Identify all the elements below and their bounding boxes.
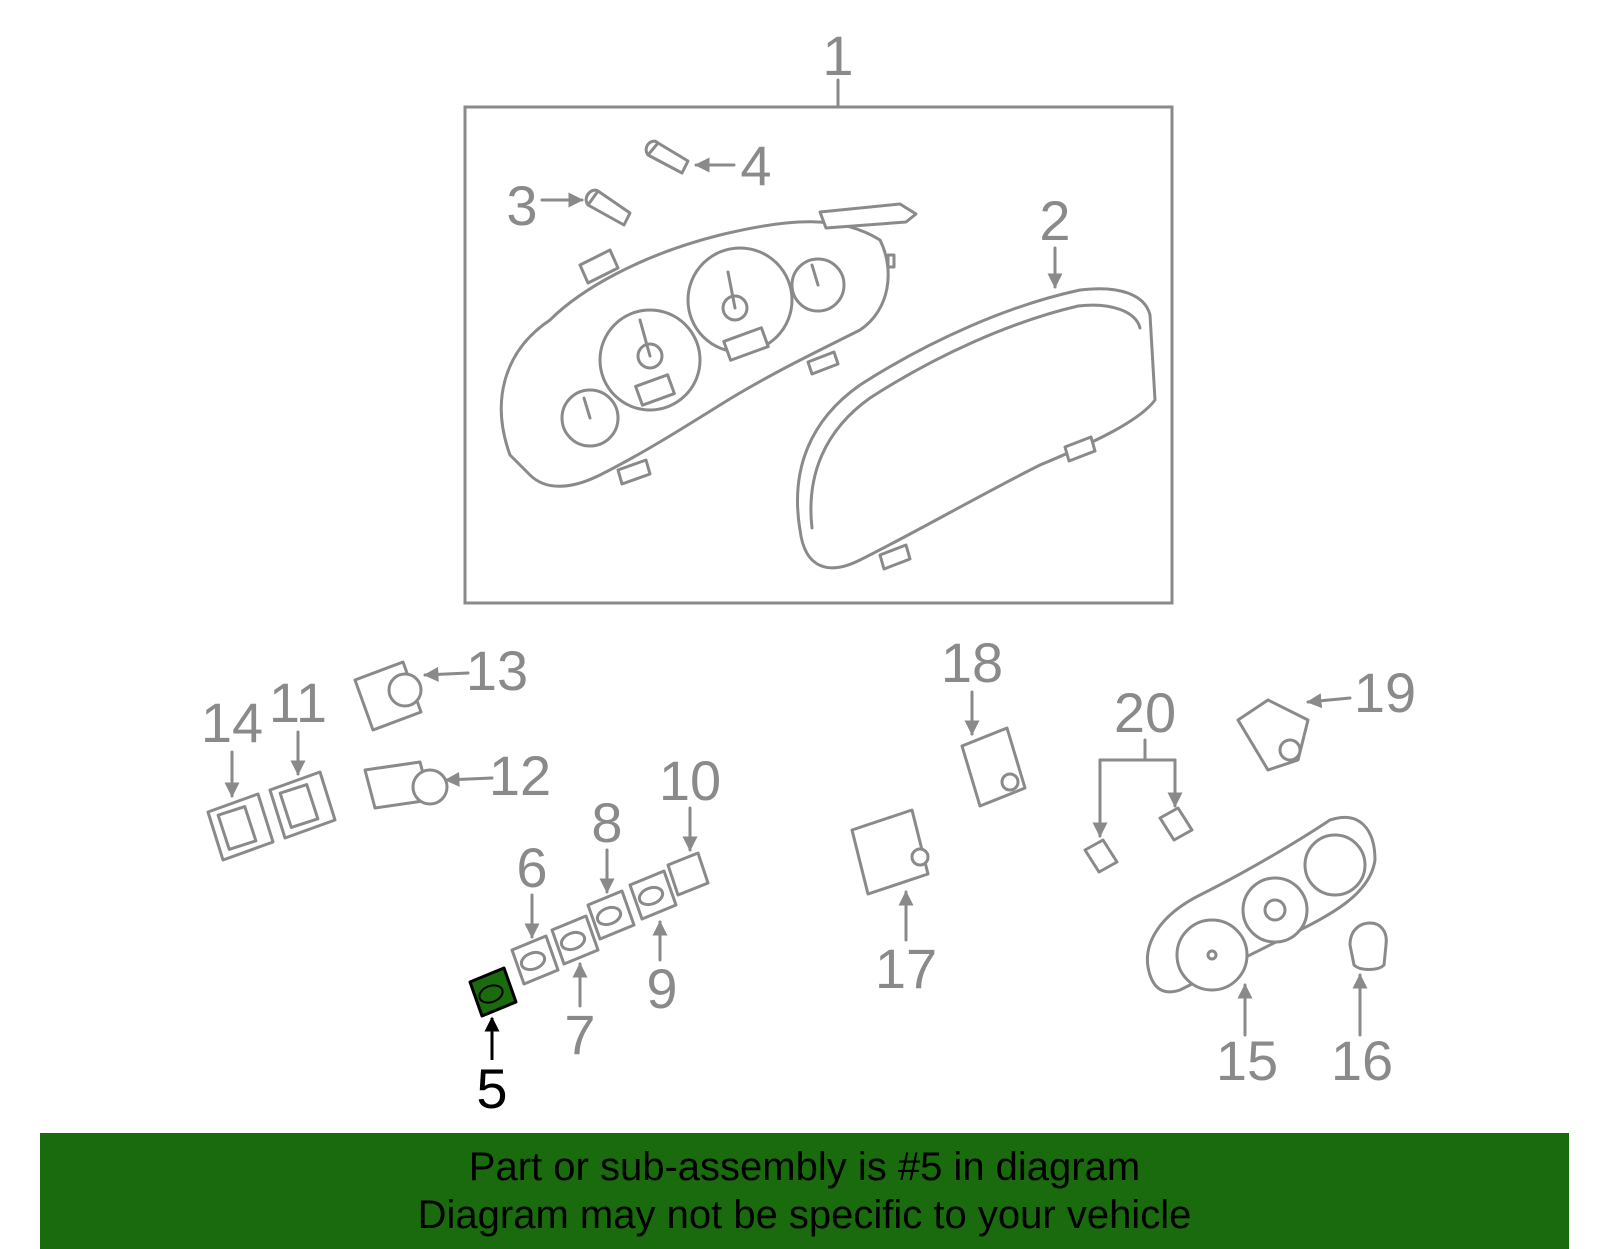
callout-16: 16 xyxy=(1331,1029,1393,1092)
callout-17: 17 xyxy=(875,937,937,1000)
part-16-knob[interactable]: 16 xyxy=(1331,921,1393,1092)
part-5-switch-highlighted[interactable]: 5 xyxy=(468,966,518,1120)
cluster-body xyxy=(499,202,918,488)
part-8-switch[interactable]: 8 xyxy=(586,791,636,941)
callout-12: 12 xyxy=(489,744,551,807)
part-14-switch[interactable]: 14 xyxy=(201,691,275,862)
callout-11: 11 xyxy=(269,671,327,734)
callout-13: 13 xyxy=(466,639,528,702)
part-6-switch[interactable]: 6 xyxy=(510,836,560,986)
info-banner: Part or sub-assembly is #5 in diagram Di… xyxy=(40,1133,1569,1249)
instrument-cluster-assembly[interactable]: 1 xyxy=(463,24,1174,605)
part-15-control-panel[interactable]: 15 xyxy=(1145,815,1377,1092)
part-4-bulb[interactable]: 4 xyxy=(644,134,772,197)
callout-7: 7 xyxy=(564,1003,595,1066)
callout-8: 8 xyxy=(591,791,622,854)
callout-15: 15 xyxy=(1216,1029,1278,1092)
callout-6: 6 xyxy=(516,836,547,899)
callout-1: 1 xyxy=(822,24,853,87)
callout-20: 20 xyxy=(1114,681,1176,744)
part-7-switch[interactable]: 7 xyxy=(550,914,600,1066)
part-2-cluster-lens[interactable]: 2 xyxy=(796,189,1157,571)
callout-9: 9 xyxy=(646,957,677,1020)
callout-5: 5 xyxy=(476,1057,507,1120)
part-18-switch[interactable]: 18 xyxy=(941,631,1027,808)
part-12-switch[interactable]: 12 xyxy=(363,744,551,810)
part-11-switch[interactable]: 11 xyxy=(268,671,337,840)
part-3-bulb[interactable]: 3 xyxy=(506,174,632,237)
callout-3: 3 xyxy=(506,174,537,237)
part-10-switch[interactable]: 10 xyxy=(659,749,721,897)
callout-4: 4 xyxy=(740,134,771,197)
part-20-bulbs[interactable]: 20 xyxy=(1083,681,1194,874)
callout-10: 10 xyxy=(659,749,721,812)
callout-14: 14 xyxy=(201,691,263,754)
banner-line-2: Diagram may not be specific to your vehi… xyxy=(417,1193,1192,1237)
part-19-switch[interactable]: 19 xyxy=(1236,661,1416,772)
part-17-switch[interactable]: 17 xyxy=(850,808,937,1000)
callout-18: 18 xyxy=(941,631,1003,694)
callout-2: 2 xyxy=(1039,189,1070,252)
part-13-switch[interactable]: 13 xyxy=(353,639,528,732)
part-9-switch[interactable]: 9 xyxy=(628,869,678,1020)
callout-19: 19 xyxy=(1354,661,1416,724)
banner-line-1: Part or sub-assembly is #5 in diagram xyxy=(468,1145,1141,1189)
